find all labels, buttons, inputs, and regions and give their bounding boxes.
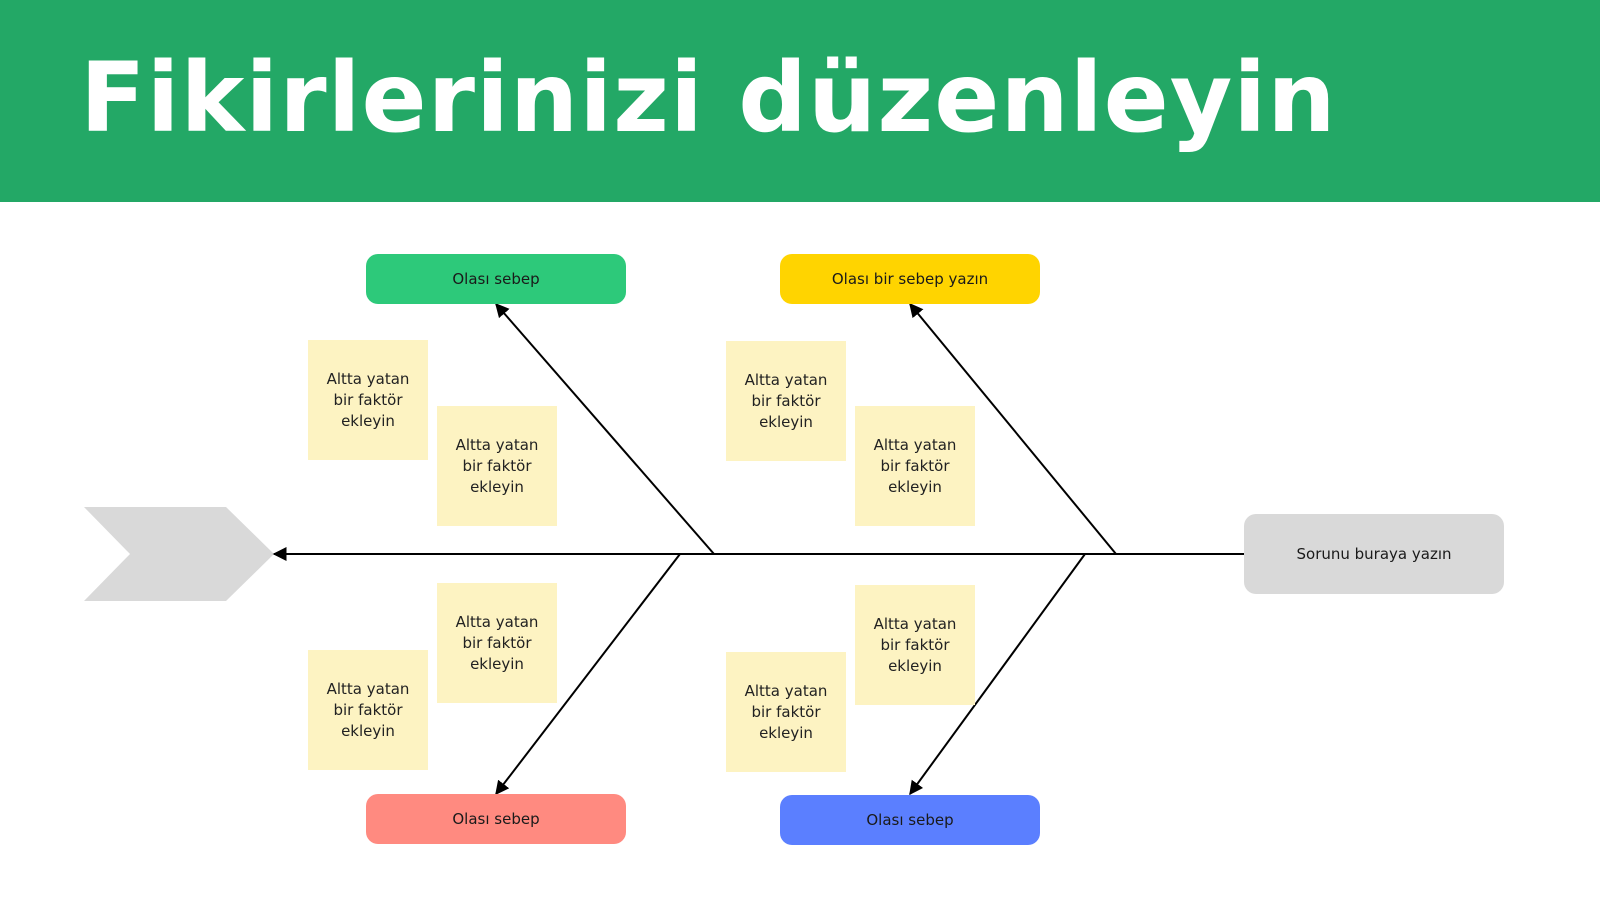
sticky-note[interactable]: Altta yatan bir faktör ekleyin bbox=[308, 340, 428, 460]
bone-top-right bbox=[909, 302, 1117, 555]
bone-bottom-left bbox=[495, 553, 681, 796]
sticky-note[interactable]: Altta yatan bir faktör ekleyin bbox=[726, 652, 846, 772]
bone-bottom-right bbox=[909, 553, 1086, 796]
sticky-note[interactable]: Altta yatan bir faktör ekleyin bbox=[437, 406, 557, 526]
sticky-note[interactable]: Altta yatan bir faktör ekleyin bbox=[726, 341, 846, 461]
sticky-note[interactable]: Altta yatan bir faktör ekleyin bbox=[437, 583, 557, 703]
sticky-note[interactable]: Altta yatan bir faktör ekleyin bbox=[308, 650, 428, 770]
cause-top-right[interactable]: Olası bir sebep yazın bbox=[780, 254, 1040, 304]
cause-bottom-right[interactable]: Olası sebep bbox=[780, 795, 1040, 845]
header-banner: Fikirlerinizi düzenleyin bbox=[0, 0, 1600, 202]
problem-box[interactable]: Sorunu buraya yazın bbox=[1244, 514, 1504, 594]
page-title: Fikirlerinizi düzenleyin bbox=[80, 42, 1337, 154]
fish-head-arrow bbox=[84, 507, 274, 601]
sticky-note[interactable]: Altta yatan bir faktör ekleyin bbox=[855, 585, 975, 705]
bone-top-left bbox=[495, 302, 715, 555]
cause-top-left[interactable]: Olası sebep bbox=[366, 254, 626, 304]
cause-bottom-left[interactable]: Olası sebep bbox=[366, 794, 626, 844]
sticky-note[interactable]: Altta yatan bir faktör ekleyin bbox=[855, 406, 975, 526]
